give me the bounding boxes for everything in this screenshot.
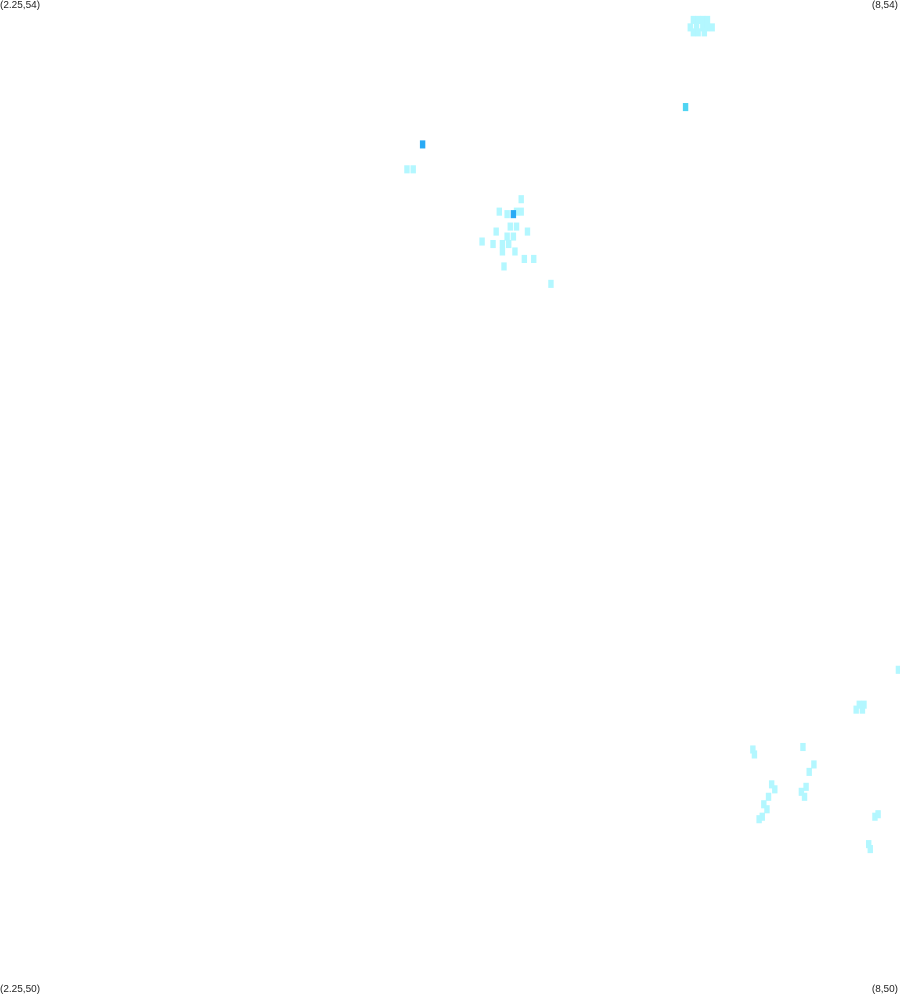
raster-cell bbox=[513, 222, 520, 231]
raster-cell bbox=[695, 28, 701, 37]
raster-cell bbox=[693, 23, 700, 32]
raster-cell bbox=[518, 207, 524, 216]
raster-cell bbox=[764, 805, 770, 814]
raster-cell bbox=[801, 792, 808, 801]
raster-cell bbox=[895, 665, 900, 674]
raster-cell bbox=[531, 254, 537, 263]
raster-cell bbox=[761, 800, 767, 809]
raster-cell bbox=[853, 705, 859, 714]
raster-cell bbox=[861, 700, 867, 709]
raster-cell bbox=[507, 222, 513, 231]
raster-cell bbox=[690, 15, 697, 24]
raster-cell bbox=[800, 742, 806, 752]
raster-cell bbox=[798, 787, 805, 796]
raster-cell bbox=[524, 227, 531, 236]
raster-cell bbox=[772, 785, 778, 794]
corner-label-top-right: (8,54) bbox=[871, 0, 898, 11]
raster-cell bbox=[875, 810, 881, 819]
raster-cell bbox=[504, 232, 510, 241]
raster-cell bbox=[704, 23, 711, 32]
raster-cell bbox=[499, 247, 506, 256]
corner-label-bottom-left: (2.25,50) bbox=[0, 984, 41, 995]
raster-cell bbox=[419, 140, 426, 149]
raster-cell bbox=[700, 23, 706, 32]
raster-cell bbox=[490, 239, 496, 249]
raster-cell bbox=[866, 840, 872, 849]
raster-cell bbox=[704, 15, 711, 24]
raster-cell bbox=[518, 195, 524, 204]
raster-cell bbox=[765, 792, 772, 801]
raster-cell bbox=[856, 700, 862, 709]
raster-cell bbox=[806, 767, 812, 776]
raster-cell bbox=[501, 262, 507, 271]
raster-cell bbox=[496, 207, 502, 216]
raster-cell bbox=[513, 207, 520, 216]
raster-cell bbox=[756, 815, 762, 824]
raster-cell bbox=[751, 750, 758, 759]
raster-cell bbox=[859, 705, 866, 714]
corner-label-bottom-right: (8,50) bbox=[871, 984, 898, 995]
raster-cell bbox=[410, 165, 416, 174]
raster-cell bbox=[506, 239, 512, 249]
raster-cell bbox=[872, 812, 878, 821]
raster-cell bbox=[548, 279, 554, 288]
raster-cell bbox=[709, 23, 715, 32]
raster-cell bbox=[695, 15, 701, 24]
raster-cell bbox=[521, 254, 528, 263]
raster-cell bbox=[682, 103, 689, 112]
raster-cell bbox=[687, 23, 693, 32]
raster-cell bbox=[504, 210, 510, 219]
raster-cell bbox=[512, 247, 518, 256]
raster-cell bbox=[493, 227, 499, 236]
corner-label-top-left: (2.25,54) bbox=[0, 0, 41, 11]
raster-cell bbox=[510, 210, 517, 219]
raster-cell bbox=[768, 780, 775, 789]
raster-cell bbox=[510, 232, 517, 241]
raster-cell bbox=[759, 812, 765, 821]
raster-cell bbox=[700, 15, 706, 24]
raster-cell bbox=[499, 239, 506, 249]
raster-cell bbox=[404, 165, 410, 174]
raster-cell bbox=[867, 845, 873, 854]
raster-cell bbox=[811, 760, 817, 769]
raster-cell bbox=[750, 745, 756, 754]
raster-cell bbox=[803, 782, 809, 791]
raster-cell bbox=[690, 28, 697, 37]
raster-cell bbox=[479, 237, 485, 246]
raster-cell bbox=[701, 28, 708, 37]
